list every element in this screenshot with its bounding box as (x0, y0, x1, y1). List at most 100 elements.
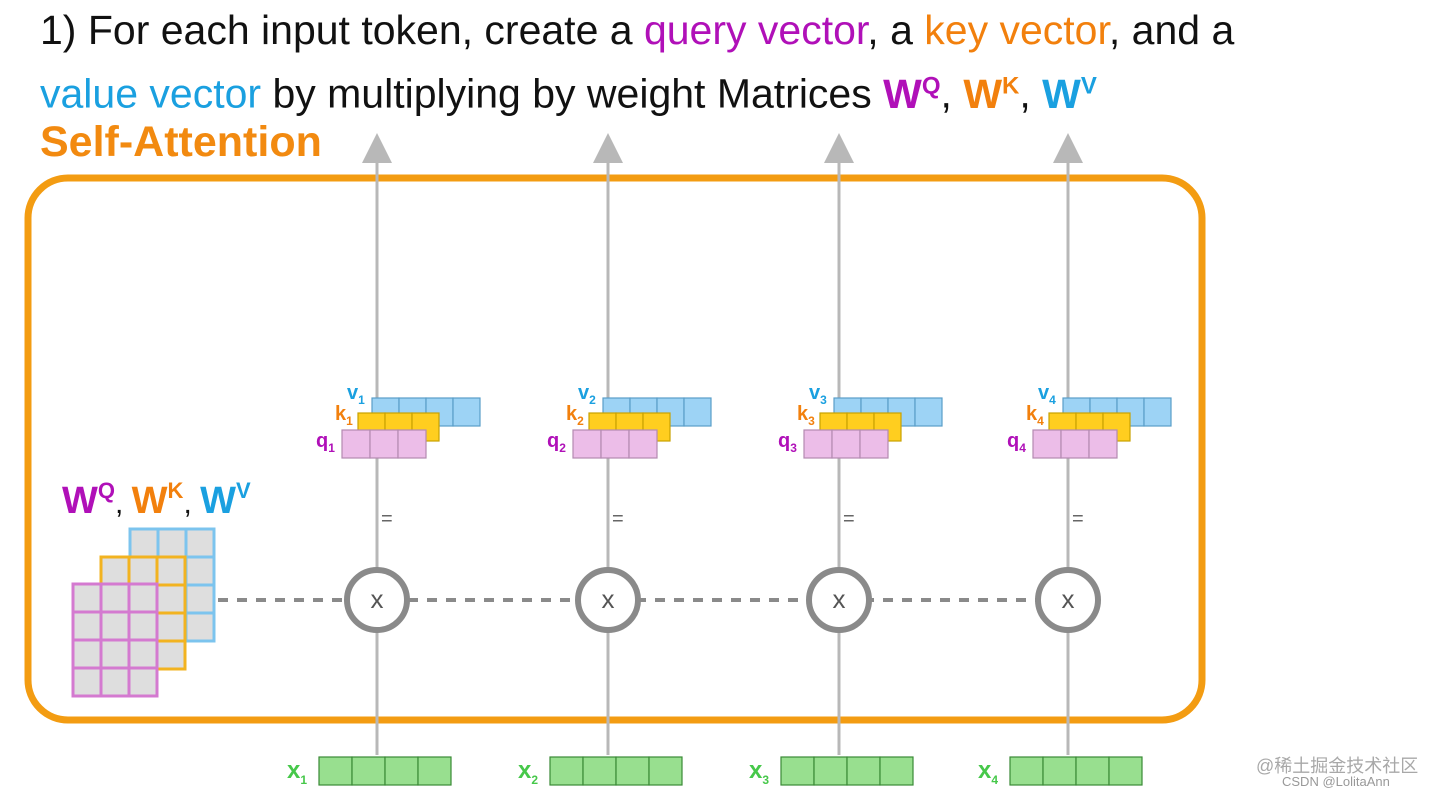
wq-matrix-cell (71, 638, 103, 670)
query-vector-cell (1060, 429, 1090, 459)
wk-matrix-cell (127, 555, 159, 587)
value-vector-text: value vector (40, 70, 262, 117)
token-column-1 (318, 133, 481, 786)
multiply-symbol: x (370, 584, 384, 614)
weight-matrices (71, 527, 216, 698)
input-label-3: x3 (749, 757, 770, 787)
key-label-3: k3 (797, 403, 815, 428)
wq-matrix-cell (71, 610, 103, 642)
multiply-circle (344, 567, 410, 633)
value-label-3: v3 (809, 382, 827, 407)
watermark: @稀土掘金技术社区 (1256, 756, 1419, 776)
wq-matrix-cell (71, 582, 103, 614)
wv-matrix-cell (184, 555, 216, 587)
query-vector-cell (1032, 429, 1062, 459)
heading-text: , a (867, 7, 925, 53)
wq-matrix-cell (127, 610, 159, 642)
multiply-circle (575, 567, 641, 633)
heading-line-2: value vector by multiplying by weight Ma… (40, 58, 1420, 122)
input-label-1: x1 (287, 757, 308, 787)
input-vector-cell (582, 756, 617, 786)
input-vector (780, 756, 914, 786)
query-vector-cell (600, 429, 630, 459)
input-vector-cell (549, 756, 584, 786)
wv-matrix-cell (184, 611, 216, 643)
query-vector-cell (572, 429, 602, 459)
wq-text: WQ (883, 70, 941, 117)
section-title: Self-Attention (40, 118, 322, 166)
query-vector-cell (369, 429, 399, 459)
wv-text: WV (1042, 70, 1097, 117)
key-label-4: k4 (1026, 403, 1044, 428)
multiply-symbol: x (1061, 584, 1075, 614)
multiply-circle (806, 567, 872, 633)
input-vector-cell (615, 756, 650, 786)
wq-matrix-cell (127, 666, 159, 698)
query-vector (572, 429, 658, 459)
query-vector-text: query vector (643, 7, 868, 53)
input-vector-cell (1075, 756, 1110, 786)
key-label-2: k2 (566, 403, 584, 428)
query-vector (803, 429, 889, 459)
token-columns (318, 133, 1172, 786)
multiply-symbol: x (601, 584, 615, 614)
wv-matrix-cell (184, 527, 216, 559)
equals-sign: = (381, 508, 393, 530)
query-label-2: q2 (547, 430, 566, 455)
query-vector-cell (803, 429, 833, 459)
wk-matrix-cell (155, 611, 187, 643)
input-label-4: x4 (978, 757, 999, 787)
weights-sep: , (183, 487, 201, 520)
wv-matrix-cell (128, 527, 160, 559)
query-vector (341, 429, 427, 459)
wk-label: WK (131, 478, 184, 522)
heading-comma: , (940, 70, 964, 117)
query-vector-cell (859, 429, 889, 459)
equals-sign: = (843, 508, 855, 530)
wq-matrix-cell (99, 666, 131, 698)
input-vector (318, 756, 452, 786)
query-vector-cell (628, 429, 658, 459)
wq-matrix-cell (99, 610, 131, 642)
query-vector-cell (831, 429, 861, 459)
wk-matrix-cell (155, 583, 187, 615)
query-label-4: q4 (1007, 430, 1026, 455)
input-label-2: x2 (518, 757, 539, 787)
input-vector (549, 756, 683, 786)
input-vector-cell (1108, 756, 1143, 786)
wk-matrix-cell (155, 639, 187, 671)
input-vector-cell (879, 756, 914, 786)
value-label-4: v4 (1038, 382, 1056, 407)
value-vector-cell (452, 397, 481, 427)
input-vector-cell (351, 756, 386, 786)
value-vector-cell (683, 397, 712, 427)
heading-comma: , (1019, 70, 1043, 117)
query-label-1: q1 (316, 430, 335, 455)
watermark-csdn: CSDN @LolitaAnn (1282, 774, 1390, 789)
query-vector-cell (397, 429, 427, 459)
heading-line-1: 1) For each input token, create a query … (40, 2, 1420, 58)
input-vector-cell (780, 756, 815, 786)
input-vector-cell (648, 756, 683, 786)
key-label-1: k1 (335, 403, 353, 428)
wq-matrix-cell (99, 638, 131, 670)
weights-label: WQ, WK, WV (62, 478, 251, 523)
weights-sep: , (115, 487, 132, 520)
multiply-symbol: x (832, 584, 846, 614)
wq-matrix (71, 582, 159, 698)
wv-label: WV (200, 478, 251, 522)
self-attention-frame (24, 174, 1206, 724)
input-vector-cell (1009, 756, 1044, 786)
input-vector-cell (846, 756, 881, 786)
wv-matrix-cell (156, 527, 188, 559)
wv-matrix-cell (184, 583, 216, 615)
heading-text: 1) For each input token, create a (40, 7, 644, 53)
input-vector (1009, 756, 1143, 786)
query-label-3: q3 (778, 430, 797, 455)
wk-matrix-cell (155, 555, 187, 587)
equals-sign: = (1072, 508, 1084, 530)
value-vector-cell (914, 397, 943, 427)
input-vector-cell (318, 756, 353, 786)
value-label-1: v1 (347, 382, 365, 407)
